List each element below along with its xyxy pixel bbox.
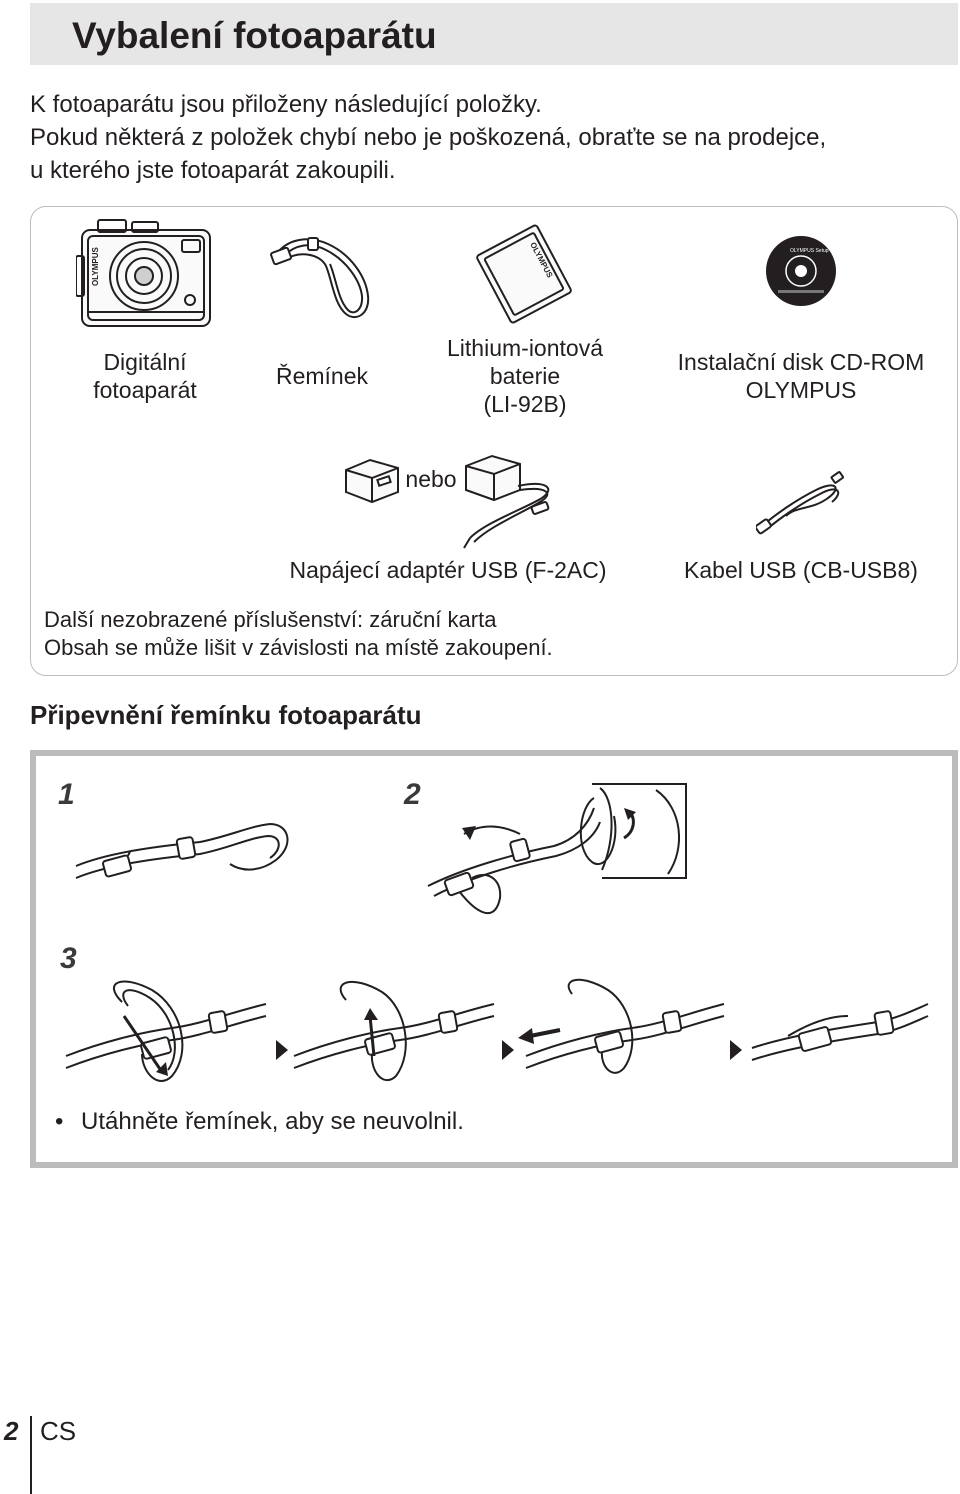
step-3-arrow-1 (276, 1040, 288, 1060)
battery-label-line-1: Lithium-iontová (447, 335, 603, 361)
step-1-illustration (75, 822, 289, 879)
camera-label-line-2: fotoaparát (93, 377, 197, 403)
footer-divider (30, 1416, 32, 1494)
strap-tip-text: Utáhněte řemínek, aby se neuvolnil. (81, 1108, 464, 1135)
contents-note-line-1: Další nezobrazené příslušenství: záruční… (44, 607, 497, 632)
cdrom-illustration: OLYMPUS Setup (766, 236, 836, 306)
step-number-1: 1 (58, 778, 75, 811)
page-title: Vybalení fotoaparátu (72, 15, 437, 56)
intro-line-1: K fotoaparátu jsou přiloženy následující… (30, 91, 542, 118)
cdrom-label-line-2: OLYMPUS (745, 377, 857, 403)
step-3-illustration-d (751, 1003, 929, 1061)
title-bar: Vybalení fotoaparátu (30, 3, 958, 65)
step-number-2: 2 (404, 778, 421, 811)
step-2-illustration (427, 783, 687, 914)
bullet-symbol: • (55, 1108, 64, 1135)
usb-adapter-illustration-1 (345, 458, 399, 504)
cdrom-label: Instalační disk CD-ROM OLYMPUS (656, 348, 946, 404)
camera-illustration: OLYMPUS (76, 219, 211, 327)
step-3-illustration-a (65, 980, 267, 1082)
package-contents-box (30, 206, 958, 676)
cdrom-disc-text: OLYMPUS Setup (790, 248, 829, 254)
strap-label: Řemínek (275, 363, 369, 389)
step-3-illustration-c (518, 978, 725, 1074)
section-title: Připevnění řemínku fotoaparátu (30, 700, 422, 730)
camera-label: Digitální fotoaparát (70, 348, 220, 404)
intro-line-2: Pokud některá z položek chybí nebo je po… (30, 124, 827, 151)
contents-note-line-2: Obsah se může lišit v závislosti na míst… (44, 635, 553, 660)
strap-illustration (270, 237, 370, 319)
step-3-illustration-b (293, 980, 495, 1082)
camera-brand-mark: OLYMPUS (91, 247, 100, 286)
battery-label-line-3: (LI-92B) (483, 391, 567, 417)
step-3-arrow-2 (502, 1040, 514, 1060)
step-number-3: 3 (60, 942, 77, 975)
page-number: 2 (4, 1416, 19, 1446)
strap-tip: • Utáhněte řemínek, aby se neuvolnil. (55, 1108, 464, 1136)
usb-adapter-illustration-2 (463, 454, 550, 549)
language-code: CS (40, 1416, 77, 1446)
battery-label-line-2: baterie (489, 363, 561, 389)
usb-adapter-label: Napájecí adaptér USB (F-2AC) (289, 557, 607, 583)
intro-line-3: u kterého jste fotoaparát zakoupili. (30, 157, 396, 184)
strap-steps-box (30, 750, 958, 1168)
camera-label-line-1: Digitální (103, 349, 187, 375)
cdrom-label-line-1: Instalační disk CD-ROM (677, 349, 925, 375)
step-3-arrow-3 (730, 1040, 742, 1060)
intro-text: K fotoaparátu jsou přiloženy následující… (30, 88, 950, 187)
battery-label: Lithium-iontová baterie (LI-92B) (420, 334, 630, 418)
or-text: nebo (405, 466, 457, 492)
battery-illustration: OLYMPUS (476, 224, 572, 324)
usb-cable-illustration (756, 471, 844, 535)
usb-cable-label: Kabel USB (CB-USB8) (684, 557, 918, 583)
